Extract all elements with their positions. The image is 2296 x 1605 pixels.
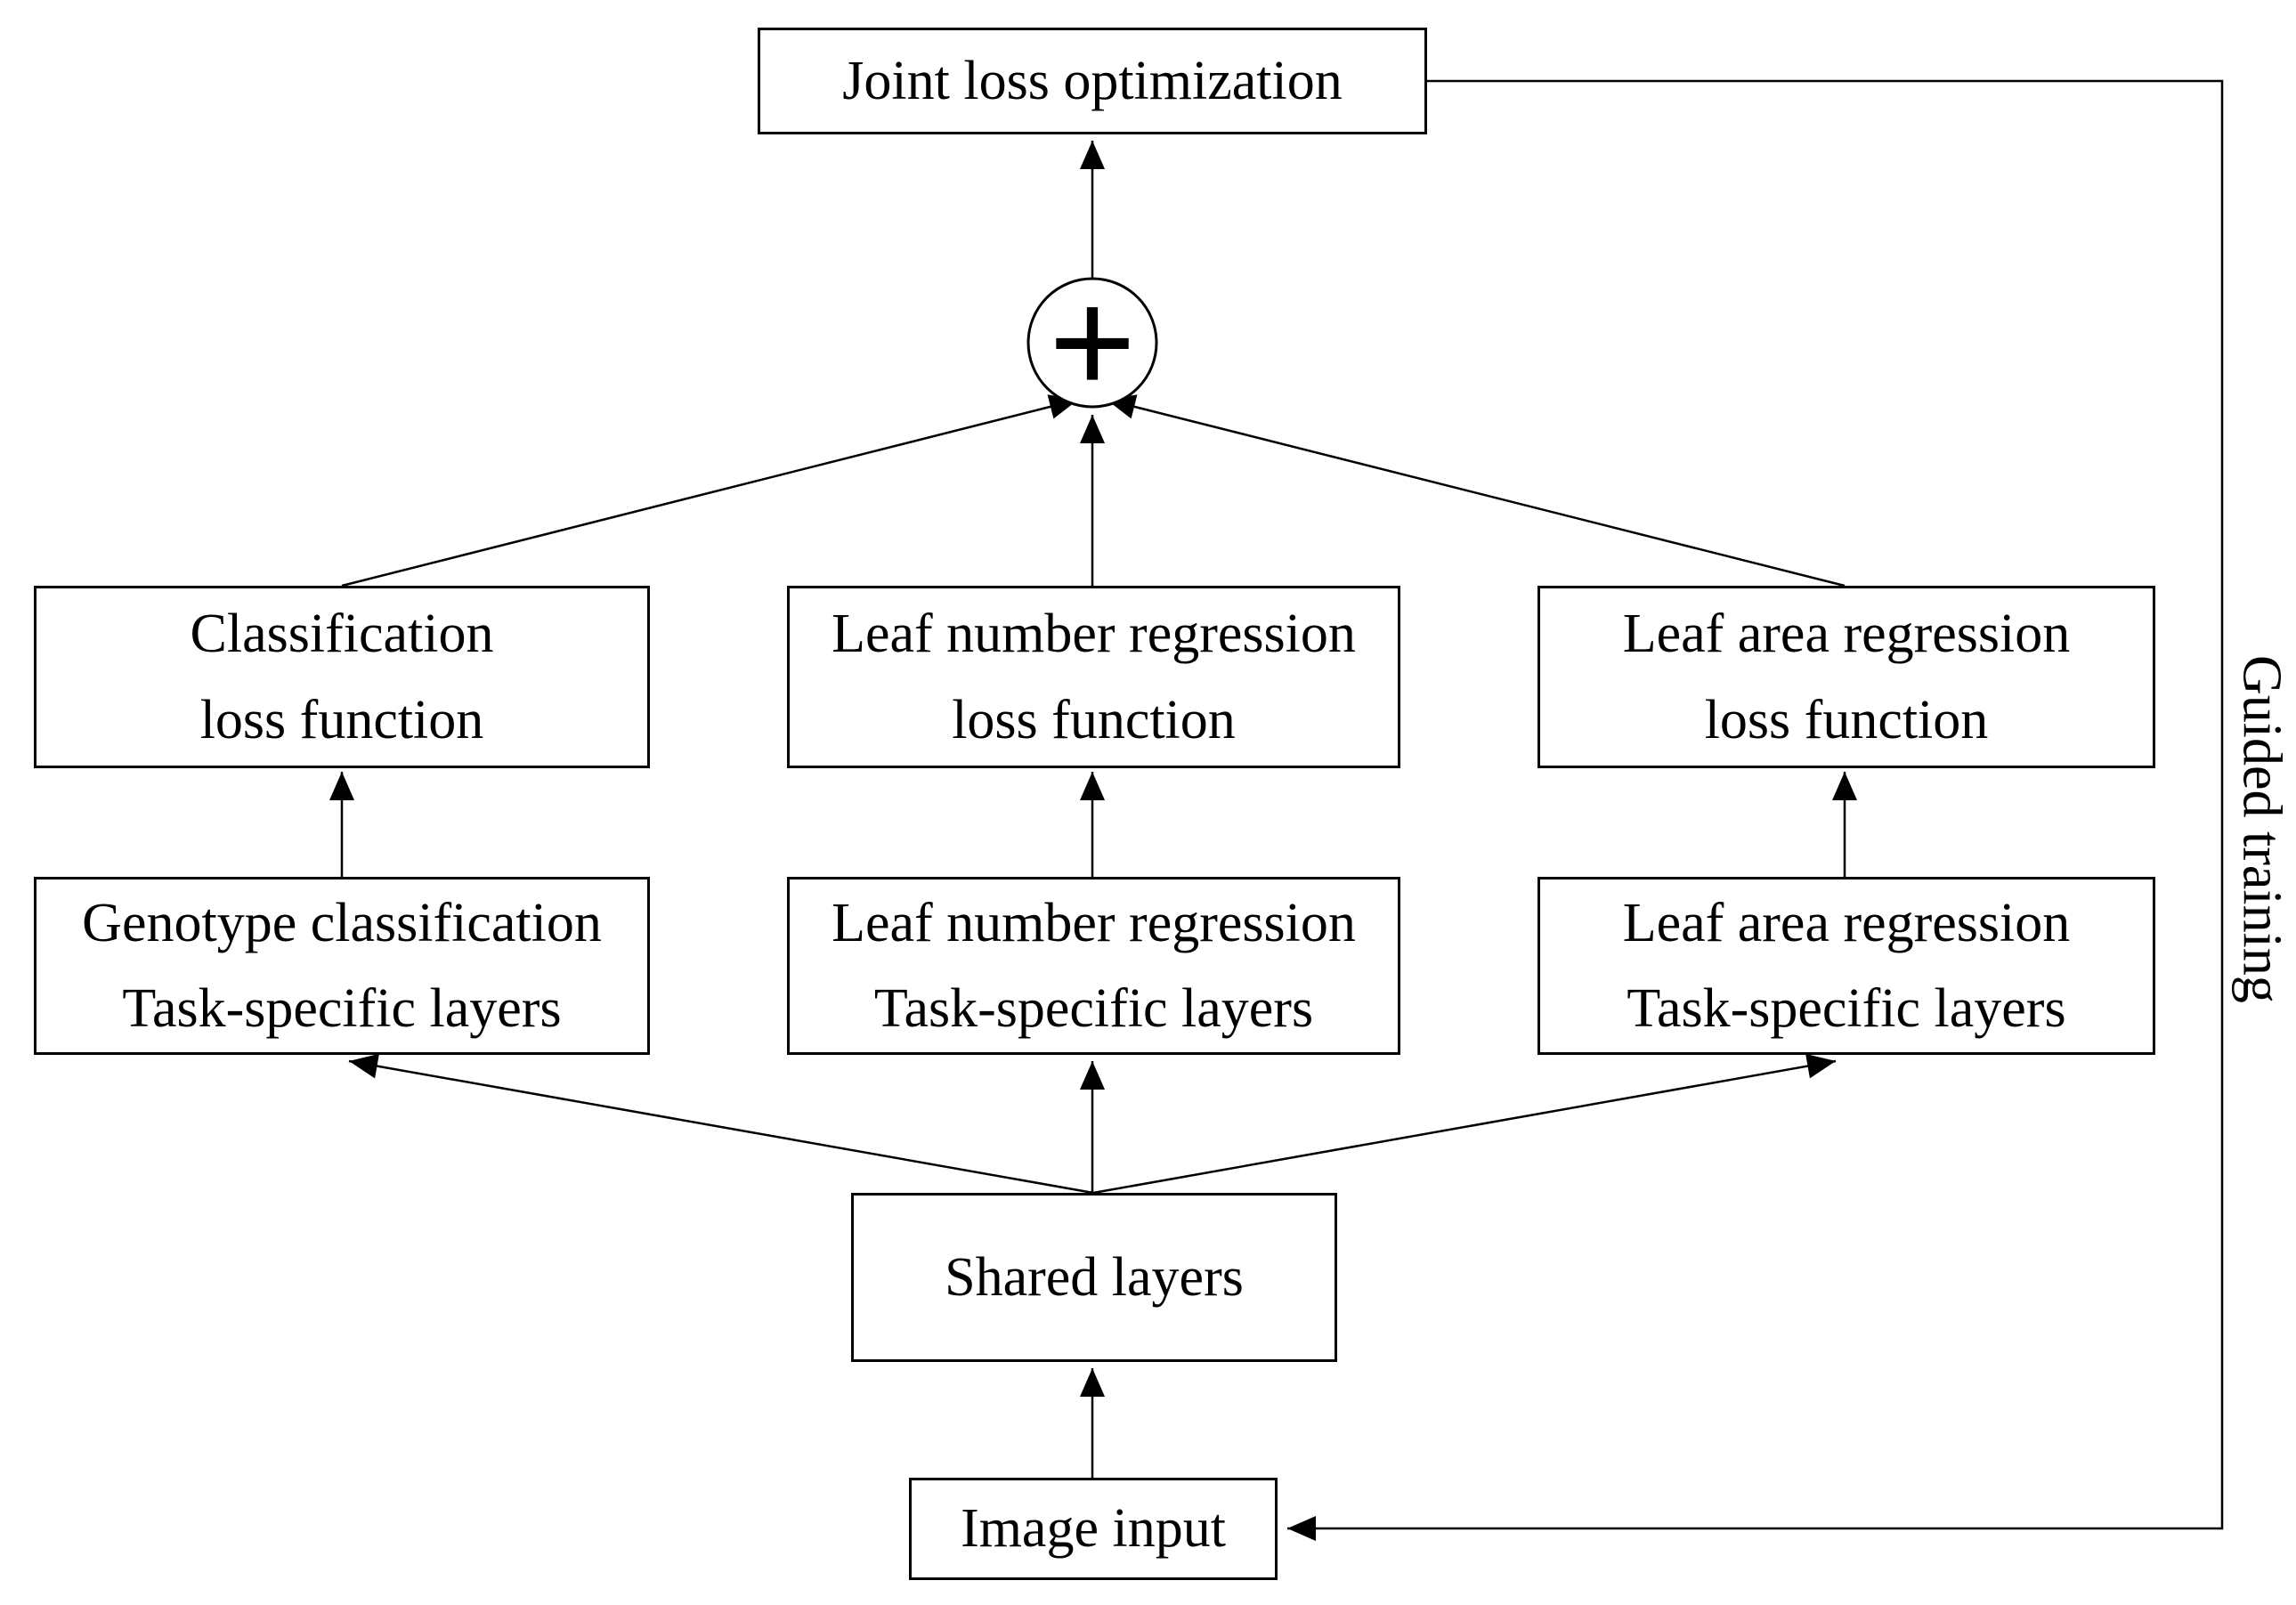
node-shared-layers: Shared layers	[851, 1193, 1337, 1362]
node-leaf-area-regression-task-layers: Leaf area regression Task-specific layer…	[1537, 877, 2155, 1055]
node-label: Joint loss optimization	[842, 50, 1343, 111]
node-leaf-area-regression-loss-function: Leaf area regression loss function	[1537, 586, 2155, 768]
node-label-line2: Task-specific layers	[1627, 978, 2066, 1039]
node-label: Image input	[961, 1498, 1226, 1560]
edge-shared-to-genotype-task	[348, 1053, 1094, 1195]
node-label-line2: loss function	[952, 689, 1236, 750]
node-image-input: Image input	[909, 1478, 1278, 1580]
node-label-line1: Leaf number regression	[832, 892, 1356, 953]
node-label-line2: Task-specific layers	[122, 978, 562, 1039]
edge-leaf-area-loss-to-sum	[1106, 394, 1846, 588]
node-genotype-classification-task-layers: Genotype classification Task-specific la…	[34, 877, 650, 1055]
node-classification-loss-function: Classification loss function	[34, 586, 650, 768]
node-label-line1: Leaf area regression	[1622, 892, 2071, 953]
edge-shared-to-leaf-area-task	[1092, 1053, 1837, 1195]
node-label-line1: Leaf number regression	[832, 604, 1356, 665]
guided-training-label: Guided training	[2231, 654, 2292, 1003]
node-label: Shared layers	[945, 1246, 1244, 1308]
node-label-line1: Classification	[190, 604, 494, 665]
node-label-line2: loss function	[1704, 689, 1989, 750]
edge-classification-loss-to-sum	[341, 394, 1079, 588]
node-joint-loss-optimization: Joint loss optimization	[758, 28, 1427, 134]
node-label-line1: Leaf area regression	[1622, 604, 2071, 665]
edge-guided-training	[1287, 79, 2224, 1541]
node-leaf-number-regression-task-layers: Leaf number regression Task-specific lay…	[787, 877, 1400, 1055]
node-leaf-number-regression-loss-function: Leaf number regression loss function	[787, 586, 1400, 768]
plus-icon: +	[1048, 256, 1137, 429]
sum-node	[1026, 277, 1158, 409]
node-label-line1: Genotype classification	[82, 892, 602, 953]
node-label-line2: loss function	[199, 689, 484, 750]
node-label-line2: Task-specific layers	[873, 978, 1314, 1039]
